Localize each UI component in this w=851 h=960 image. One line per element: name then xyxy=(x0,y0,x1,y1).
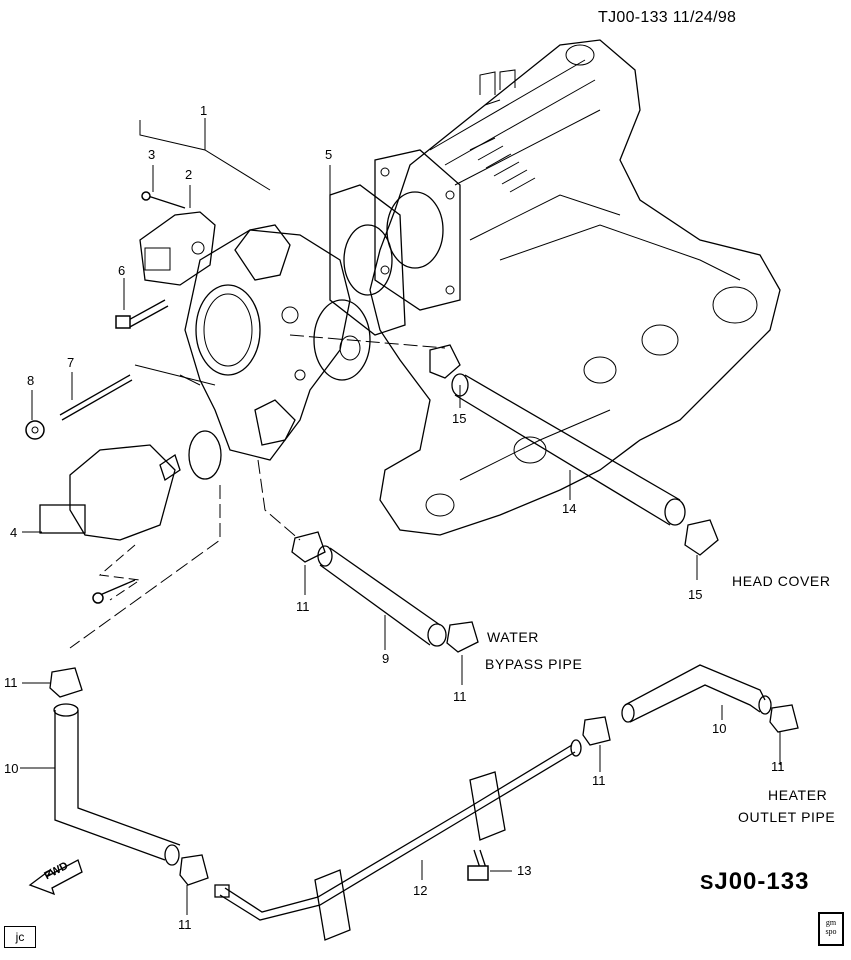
callout-15-lower: 15 xyxy=(688,587,703,602)
note-bypass-pipe: BYPASS PIPE xyxy=(485,656,583,672)
callout-8: 8 xyxy=(27,373,35,388)
callout-11-water: 11 xyxy=(453,689,467,704)
callout-3: 3 xyxy=(148,147,156,162)
callout-9: 9 xyxy=(382,651,390,666)
callout-10-right: 10 xyxy=(712,721,727,736)
stud-and-nut xyxy=(25,364,216,440)
gasket xyxy=(329,184,406,336)
callout-6: 6 xyxy=(118,263,126,278)
callout-2: 2 xyxy=(185,167,193,182)
callout-14: 14 xyxy=(562,501,577,516)
callout-5: 5 xyxy=(325,147,333,162)
fwd-arrow-icon xyxy=(28,859,83,896)
hose-9 xyxy=(317,545,447,647)
o-ring xyxy=(188,430,222,480)
bolt-13 xyxy=(467,849,489,881)
callout-11-pipe: 11 xyxy=(592,773,606,788)
callout-11-bottom: 11 xyxy=(178,917,192,932)
callout-7: 7 xyxy=(67,355,75,370)
clamps-15 xyxy=(429,344,719,556)
header-code: TJ00-133 11/24/98 xyxy=(598,9,737,26)
clamps-11 xyxy=(49,531,799,886)
throttle-position-sensor xyxy=(139,211,216,286)
gm-badge-line1: gm xyxy=(825,918,837,927)
callout-10-left: 10 xyxy=(4,761,19,776)
callout-12: 12 xyxy=(413,883,428,898)
note-outlet-pipe: OUTLET PIPE xyxy=(738,809,836,825)
note-water: WATER xyxy=(487,629,539,645)
screws xyxy=(115,191,186,329)
callout-1: 1 xyxy=(200,103,208,118)
diagram-logo: SJ00-133 xyxy=(700,870,809,894)
callout-13: 13 xyxy=(517,863,532,878)
callout-15-upper: 15 xyxy=(452,411,467,426)
corner-code: jc xyxy=(4,926,36,948)
throttle-body xyxy=(184,224,371,461)
gm-badge-line2: spo xyxy=(825,927,837,936)
intake-manifold xyxy=(369,39,781,536)
callout-11-left: 11 xyxy=(4,675,18,690)
pipe-12 xyxy=(214,739,582,941)
leader-lines xyxy=(20,118,781,915)
callout-11-upper: 11 xyxy=(296,599,310,614)
hose-10-right xyxy=(621,664,772,723)
gm-spo-badge: gm spo xyxy=(818,912,844,946)
idle-air-control-valve xyxy=(39,444,181,604)
note-head-cover: HEAD COVER xyxy=(732,573,831,589)
logo-code: J00-133 xyxy=(714,868,810,895)
note-heater: HEATER xyxy=(768,787,828,803)
callout-4: 4 xyxy=(10,525,18,540)
callout-11-heater: 11 xyxy=(771,759,785,774)
hose-10-left xyxy=(53,703,181,866)
logo-mark: S xyxy=(700,872,715,894)
